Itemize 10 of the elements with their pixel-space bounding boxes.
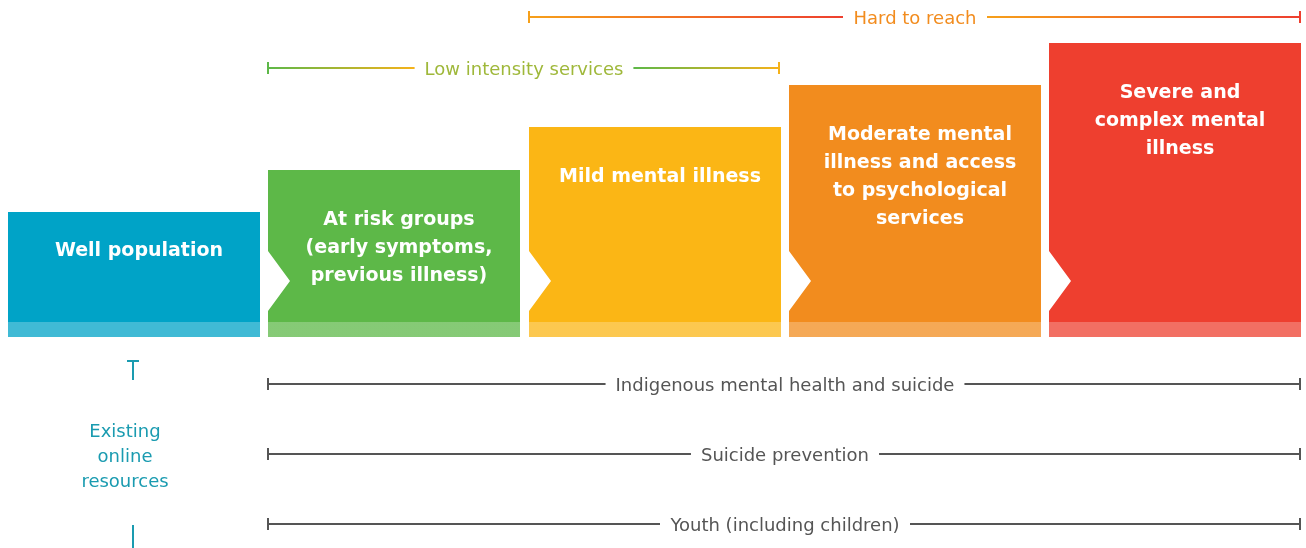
stage-box xyxy=(789,85,1041,337)
stage-label: Mild mental illness xyxy=(558,163,762,188)
stage-box xyxy=(268,170,520,337)
stage-label: Severe and complex mental illness xyxy=(1093,79,1267,160)
stage-label: At risk groups (early symptoms, previous illness) xyxy=(304,206,494,287)
stage-label: Moderate mental illness and access to psychological services xyxy=(822,121,1018,230)
stage-label: Well population xyxy=(53,236,225,262)
stage-box xyxy=(8,212,260,337)
stage-box xyxy=(529,127,781,337)
stage-box xyxy=(1049,43,1301,337)
